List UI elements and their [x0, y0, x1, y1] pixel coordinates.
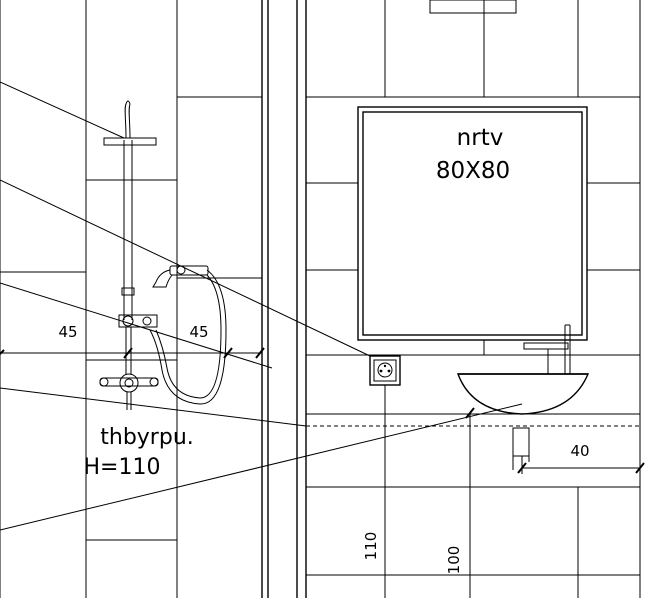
shower-label-line1: thbyrpu.: [100, 425, 194, 450]
hand-shower: [149, 265, 227, 405]
shower-label-line2: H=110: [84, 455, 161, 480]
vanity-counter: [306, 413, 640, 427]
dim-label-100: 100: [445, 546, 463, 575]
mirror-label-line1: nrtv: [457, 125, 504, 151]
mirror: [357, 106, 588, 341]
dim-label-45-left: 45: [58, 323, 77, 341]
dim-label-40: 40: [570, 442, 589, 460]
shower-column: [99, 100, 159, 410]
dim-label-45-right: 45: [189, 323, 208, 341]
column-lines: [261, 0, 641, 598]
leader-lines: [0, 81, 523, 531]
mirror-label-line2: 80X80: [436, 158, 510, 184]
left-tile-grid: [0, 0, 262, 598]
dim-label-110: 110: [362, 532, 380, 561]
dimension-40: [517, 456, 645, 474]
sink: [456, 324, 590, 470]
right-tile-grid: [306, 0, 640, 598]
socket-icon: [369, 355, 401, 386]
dimension-45-45: [0, 347, 265, 359]
dimension-100: [465, 407, 475, 598]
